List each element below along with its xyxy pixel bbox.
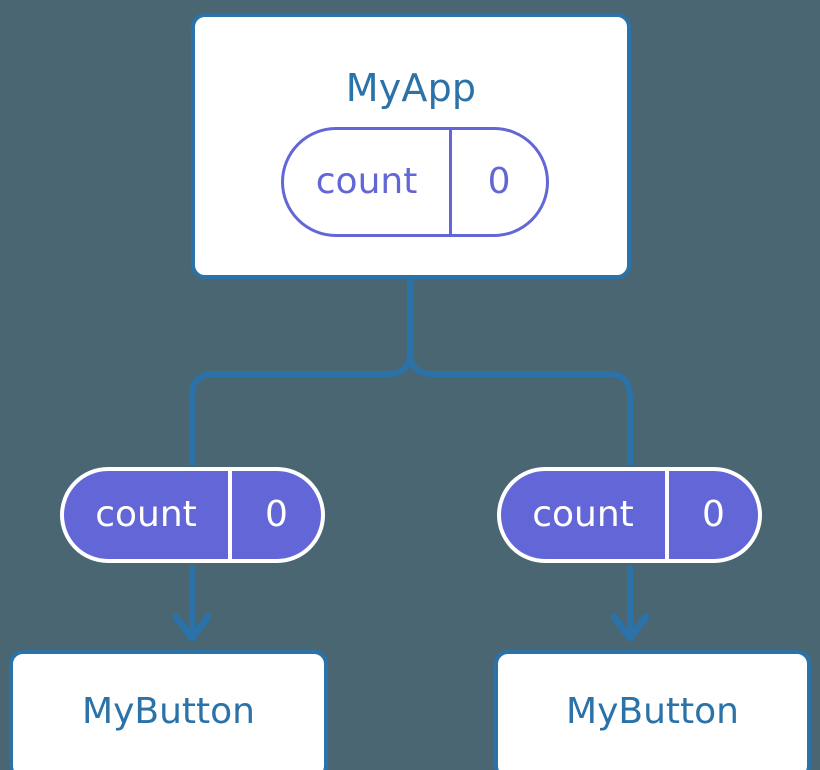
arrow-head-left-icon xyxy=(172,613,212,642)
arrow-head-right-icon xyxy=(610,613,650,642)
state-pill-branch-left[interactable]: count 0 xyxy=(60,467,325,563)
state-pill-branch-right[interactable]: count 0 xyxy=(497,467,762,563)
component-box-myapp[interactable]: MyApp count 0 xyxy=(191,13,631,279)
state-value-myapp: 0 xyxy=(487,161,511,202)
component-box-mybutton-right[interactable]: MyButton xyxy=(494,650,811,770)
state-key-branch-left: count xyxy=(64,471,232,559)
state-key-myapp: count xyxy=(284,130,453,234)
component-title-mybutton-right: MyButton xyxy=(566,691,739,732)
state-key-branch-right: count xyxy=(501,471,669,559)
branch-line-right xyxy=(407,351,633,465)
component-box-mybutton-left[interactable]: MyButton xyxy=(9,650,328,770)
branch-line-left xyxy=(189,351,413,465)
component-title-myapp: MyApp xyxy=(345,66,477,110)
component-title-mybutton-left: MyButton xyxy=(82,691,255,732)
state-value-branch-right: 0 xyxy=(702,494,725,535)
state-value-branch-left: 0 xyxy=(265,494,288,535)
state-pill-myapp[interactable]: count 0 xyxy=(281,127,549,237)
